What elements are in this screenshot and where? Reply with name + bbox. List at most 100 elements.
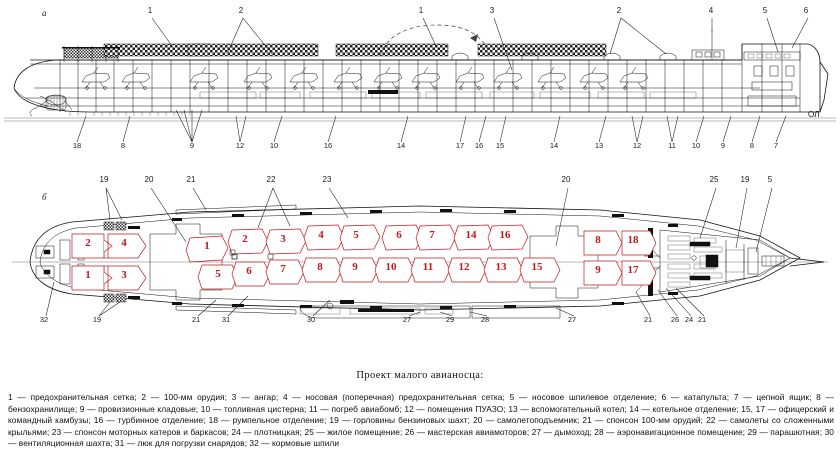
plan-view-callout: 32	[40, 315, 48, 324]
gun-sponson-a	[451, 52, 469, 61]
aircraft-number: 4	[121, 237, 127, 249]
flight-deck-outline	[29, 205, 801, 311]
side-view-callout: 10	[270, 141, 278, 150]
side-view-callout: 1	[148, 6, 153, 15]
petrol-shaft-hatches	[103, 221, 127, 303]
subfigure-label-a: а	[42, 8, 47, 18]
aircraft-number: 7	[280, 263, 286, 275]
side-view-callout: 1	[419, 6, 424, 15]
side-view-top-leaders	[151, 17, 809, 71]
catapult-launch-path	[379, 24, 491, 57]
aircraft-number: 9	[352, 261, 358, 273]
waterline-label: ОЛ	[808, 110, 819, 119]
aircraft-number: 2	[85, 237, 91, 249]
legend-text: 1 — предохранительная сетка; 2 — 100-мм …	[8, 392, 834, 449]
plan-view-callout: 27	[403, 315, 411, 324]
plan-view-callout: 19	[93, 315, 101, 324]
aircraft-number: 4	[318, 229, 324, 241]
side-view-callout: 12	[633, 141, 641, 150]
side-view-callout: 4	[709, 6, 714, 15]
aircraft-number: 11	[423, 261, 433, 273]
plan-view-callout: 20	[562, 175, 571, 184]
side-view-callout: 12	[236, 141, 244, 150]
figure-title: Проект малого авианосца:	[356, 370, 484, 381]
plan-view-callout: 19	[100, 175, 109, 184]
plan-view-top-leaders	[105, 187, 773, 253]
aircraft-number: 8	[595, 234, 601, 246]
plan-view-callout: 21	[698, 315, 706, 324]
side-view-callout: 16	[475, 141, 483, 150]
side-view-callout: 17	[456, 141, 464, 150]
stern-propeller-rudder	[29, 94, 73, 117]
aircraft-number: 14	[466, 229, 478, 241]
aircraft-number: 7	[429, 229, 435, 241]
side-view-callout: 7	[774, 141, 778, 150]
aircraft-number: 1	[85, 269, 91, 281]
forward-deck-compartments	[659, 229, 791, 293]
side-view-callout: 13	[595, 141, 603, 150]
side-view-callout: 16	[324, 141, 332, 150]
side-view-callout: 8	[121, 141, 125, 150]
side-view-callout: 9	[190, 141, 194, 150]
aircraft-number: 3	[280, 233, 286, 245]
aircraft-plan-upper	[71, 224, 657, 263]
figure-legend: 1 — предохранительная сетка; 2 — 100-мм …	[8, 392, 834, 450]
plan-view-callout: 31	[222, 315, 230, 324]
plan-view-callout: 29	[446, 315, 454, 324]
plan-view-callout: 20	[145, 175, 154, 184]
aircraft-number: 1	[204, 240, 210, 252]
side-view-callout: 14	[397, 141, 405, 150]
aircraft-number: 6	[396, 229, 402, 241]
plan-view-callout: 24	[685, 315, 693, 324]
plan-view-callout: 30	[307, 315, 315, 324]
plan-view-callout: 19	[741, 175, 750, 184]
side-view-callout: 11	[668, 141, 676, 150]
side-view-callout: 5	[763, 6, 768, 15]
plan-view-callout: 28	[481, 315, 489, 324]
aircraft-number: 3	[121, 269, 127, 281]
aircraft-number: 2	[242, 233, 248, 245]
plan-view-group: б	[12, 187, 828, 319]
plan-view-callout: 25	[710, 175, 719, 184]
side-view-callout: 18	[73, 141, 81, 150]
subfigure-label-b: б	[42, 192, 47, 202]
plan-view-callout: 21	[192, 315, 200, 324]
side-view-callout: 8	[750, 141, 754, 150]
drawing-canvas: ОЛ а	[4, 6, 836, 324]
side-view-bottom-leaders	[76, 109, 787, 143]
aircraft-number: 8	[317, 261, 323, 273]
plan-view-callout: 5	[768, 175, 773, 184]
plan-view-callout: 21	[187, 175, 196, 184]
aircraft-lift-aft	[149, 223, 223, 301]
aircraft-number: 13	[496, 261, 508, 273]
plan-view-callout: 26	[671, 315, 679, 324]
aircraft-number: 5	[215, 268, 221, 280]
island-superstructure	[743, 51, 801, 107]
side-view-callout: 2	[239, 6, 244, 15]
plan-view-bottom-leaders	[45, 281, 705, 317]
side-view-callout: 14	[550, 141, 558, 150]
aircraft-number: 15	[532, 261, 544, 273]
plan-view-callout: 27	[568, 315, 576, 324]
aircraft-number: 6	[246, 265, 252, 277]
aircraft-number: 10	[386, 261, 398, 273]
side-view-callout: 10	[692, 141, 700, 150]
aircraft-number: 18	[628, 234, 640, 246]
side-view-callout: 15	[496, 141, 504, 150]
aircraft-number: 17	[628, 264, 640, 276]
side-view-callout: 6	[804, 6, 809, 15]
side-view-callout: 9	[721, 141, 725, 150]
side-view-group: ОЛ а	[4, 8, 836, 143]
aircraft-plan-lower	[71, 257, 657, 291]
aircraft-lift-fwd	[529, 225, 599, 299]
plan-view-callout: 22	[267, 175, 276, 184]
aircraft-number: 16	[500, 229, 512, 241]
hangar-aircraft	[81, 66, 649, 90]
plan-view-callout: 21	[644, 315, 652, 324]
aircraft-number: 12	[459, 261, 471, 273]
aircraft-number: 5	[353, 229, 359, 241]
side-view-callout: 3	[490, 6, 495, 15]
aircraft-number: 9	[595, 264, 601, 276]
